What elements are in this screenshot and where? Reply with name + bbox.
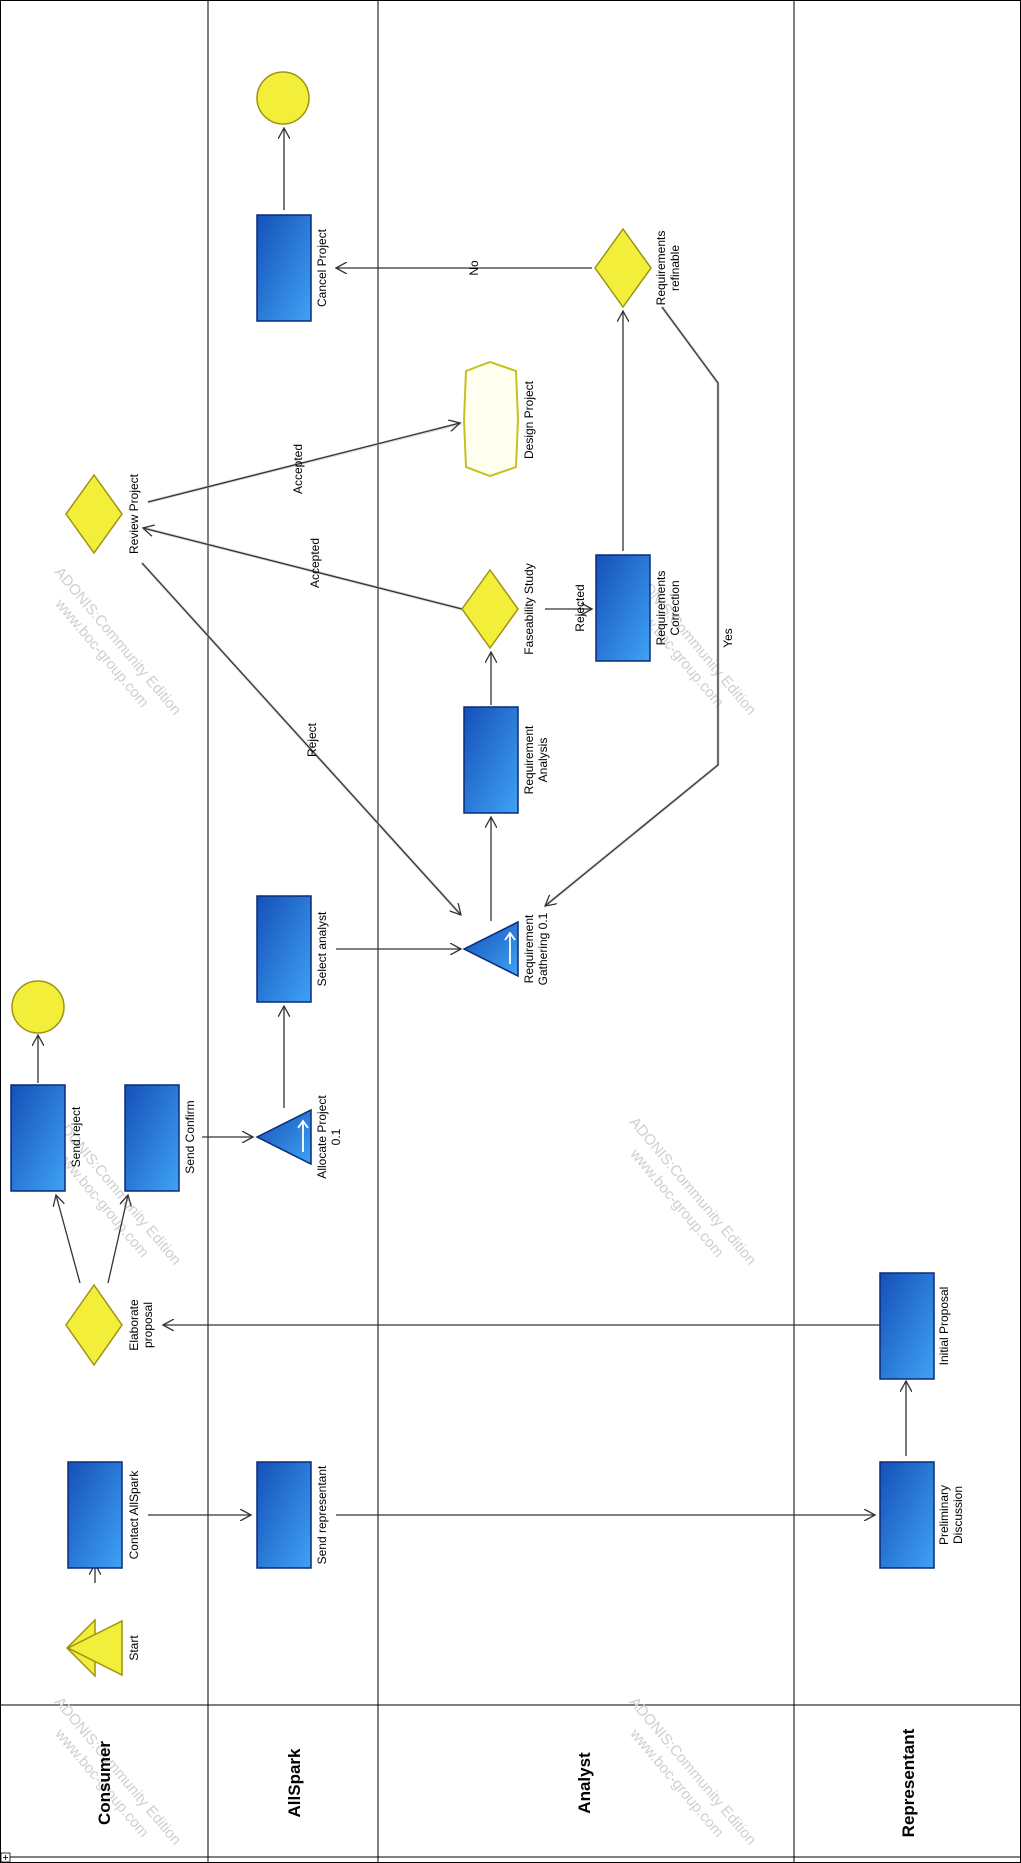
- subprocess-arrow-icon: [504, 931, 516, 964]
- process-design-project[interactable]: [462, 360, 520, 478]
- task-send-reject-label: Send reject: [69, 1106, 83, 1167]
- gateway-review-project-label: Review Project: [127, 473, 141, 554]
- process-design-project-label: Design Project: [522, 380, 536, 459]
- edge-label-no: No: [467, 260, 481, 276]
- task-send-reject[interactable]: [10, 1084, 66, 1192]
- gateway-requirements-refinable-label1: Requirements: [654, 231, 668, 306]
- edge-elaborate-confirm: [107, 1195, 128, 1284]
- task-initial-proposal-label: Initial Proposal: [937, 1287, 951, 1366]
- task-requirements-correction[interactable]: [595, 554, 651, 662]
- edge-review-design: [147, 423, 460, 503]
- task-select-analyst[interactable]: [256, 895, 312, 1003]
- gateway-elaborate-proposal-label2: proposal: [141, 1302, 155, 1348]
- task-contact-allspark-label: Contact AllSpark: [127, 1470, 141, 1560]
- subprocess-allocate-project-label2: 0.1: [329, 1128, 343, 1145]
- gateway-elaborate-proposal[interactable]: [65, 1283, 123, 1367]
- task-requirements-correction-label2: Correction: [668, 580, 682, 635]
- gateway-requirements-refinable-label2: refinable: [668, 245, 682, 291]
- task-initial-proposal[interactable]: [879, 1272, 935, 1380]
- start-event-label: Start: [127, 1635, 141, 1661]
- edge-label-accepted: Accepted: [291, 444, 305, 494]
- task-select-analyst-label: Select analyst: [315, 911, 329, 986]
- lane-title-analyst: Analyst: [575, 1752, 594, 1814]
- gateway-faseability-study-label: Faseability Study: [522, 563, 536, 654]
- watermark-line1: ADONIS:Community Edition: [51, 1694, 185, 1849]
- edge-label-accepted: Accepted: [308, 538, 322, 588]
- edge-label-reject: Reject: [305, 722, 319, 757]
- task-send-confirm-label: Send Confirm: [183, 1100, 197, 1173]
- task-send-representant-label: Send representant: [315, 1465, 329, 1564]
- gateway-requirements-refinable[interactable]: [594, 227, 652, 309]
- task-send-representant[interactable]: [256, 1461, 312, 1569]
- edges: [38, 128, 906, 1583]
- gateway-review-project[interactable]: [65, 473, 123, 555]
- edge-label-yes: Yes: [721, 628, 735, 648]
- task-requirement-analysis-label2: Analysis: [536, 738, 550, 783]
- task-cancel-project-label: Cancel Project: [315, 228, 329, 307]
- lane-title-allspark: AllSpark: [285, 1748, 304, 1818]
- task-contact-allspark[interactable]: [67, 1461, 123, 1569]
- edge-refinable-gathering: [545, 306, 719, 906]
- watermark: ADONIS:Community Edition www.boc-group.c…: [51, 564, 185, 719]
- gateway-faseability-study[interactable]: [461, 568, 519, 650]
- edge-label-rejected: Rejected: [573, 584, 587, 631]
- watermark-line1: ADONIS:Community Edition: [626, 1114, 760, 1269]
- edge-faseability-review: [143, 528, 463, 610]
- watermark: ADONIS:Community Edition www.boc-group.c…: [626, 1114, 760, 1269]
- task-requirement-analysis-label1: Requirement: [522, 725, 536, 794]
- task-preliminary-discussion-label2: Discussion: [951, 1486, 965, 1544]
- end-event-consumer[interactable]: [11, 980, 65, 1034]
- edge-review-gathering: [141, 562, 461, 915]
- task-preliminary-discussion-label1: Preliminary: [937, 1485, 951, 1545]
- task-preliminary-discussion[interactable]: [879, 1461, 935, 1569]
- watermark: ADONIS:Community Edition www.boc-group.c…: [626, 1694, 760, 1849]
- edge-elaborate-reject: [56, 1195, 81, 1284]
- task-requirement-analysis[interactable]: [463, 706, 519, 814]
- start-event-shape: [66, 1619, 123, 1677]
- subprocess-allocate-project-label1: Allocate Project: [315, 1095, 329, 1179]
- task-cancel-project[interactable]: [256, 214, 312, 322]
- subprocess-requirement-gathering-label1: Requirement: [522, 914, 536, 983]
- subprocess-allocate-project[interactable]: [255, 1108, 312, 1166]
- lane-title-representant: Representant: [899, 1728, 918, 1837]
- watermark-line1: ADONIS:Community Edition: [626, 1694, 760, 1849]
- subprocess-requirement-gathering[interactable]: [462, 920, 519, 978]
- lane-title-consumer: Consumer: [95, 1741, 114, 1825]
- task-send-confirm[interactable]: [124, 1084, 180, 1192]
- subprocess-requirement-gathering-label2: Gathering 0.1: [536, 912, 550, 985]
- subprocess-arrow-icon: [297, 1119, 309, 1152]
- task-requirements-correction-label1: Requirements: [654, 571, 668, 646]
- gateway-elaborate-proposal-label1: Elaborate: [127, 1299, 141, 1351]
- end-event-allspark[interactable]: [256, 71, 310, 125]
